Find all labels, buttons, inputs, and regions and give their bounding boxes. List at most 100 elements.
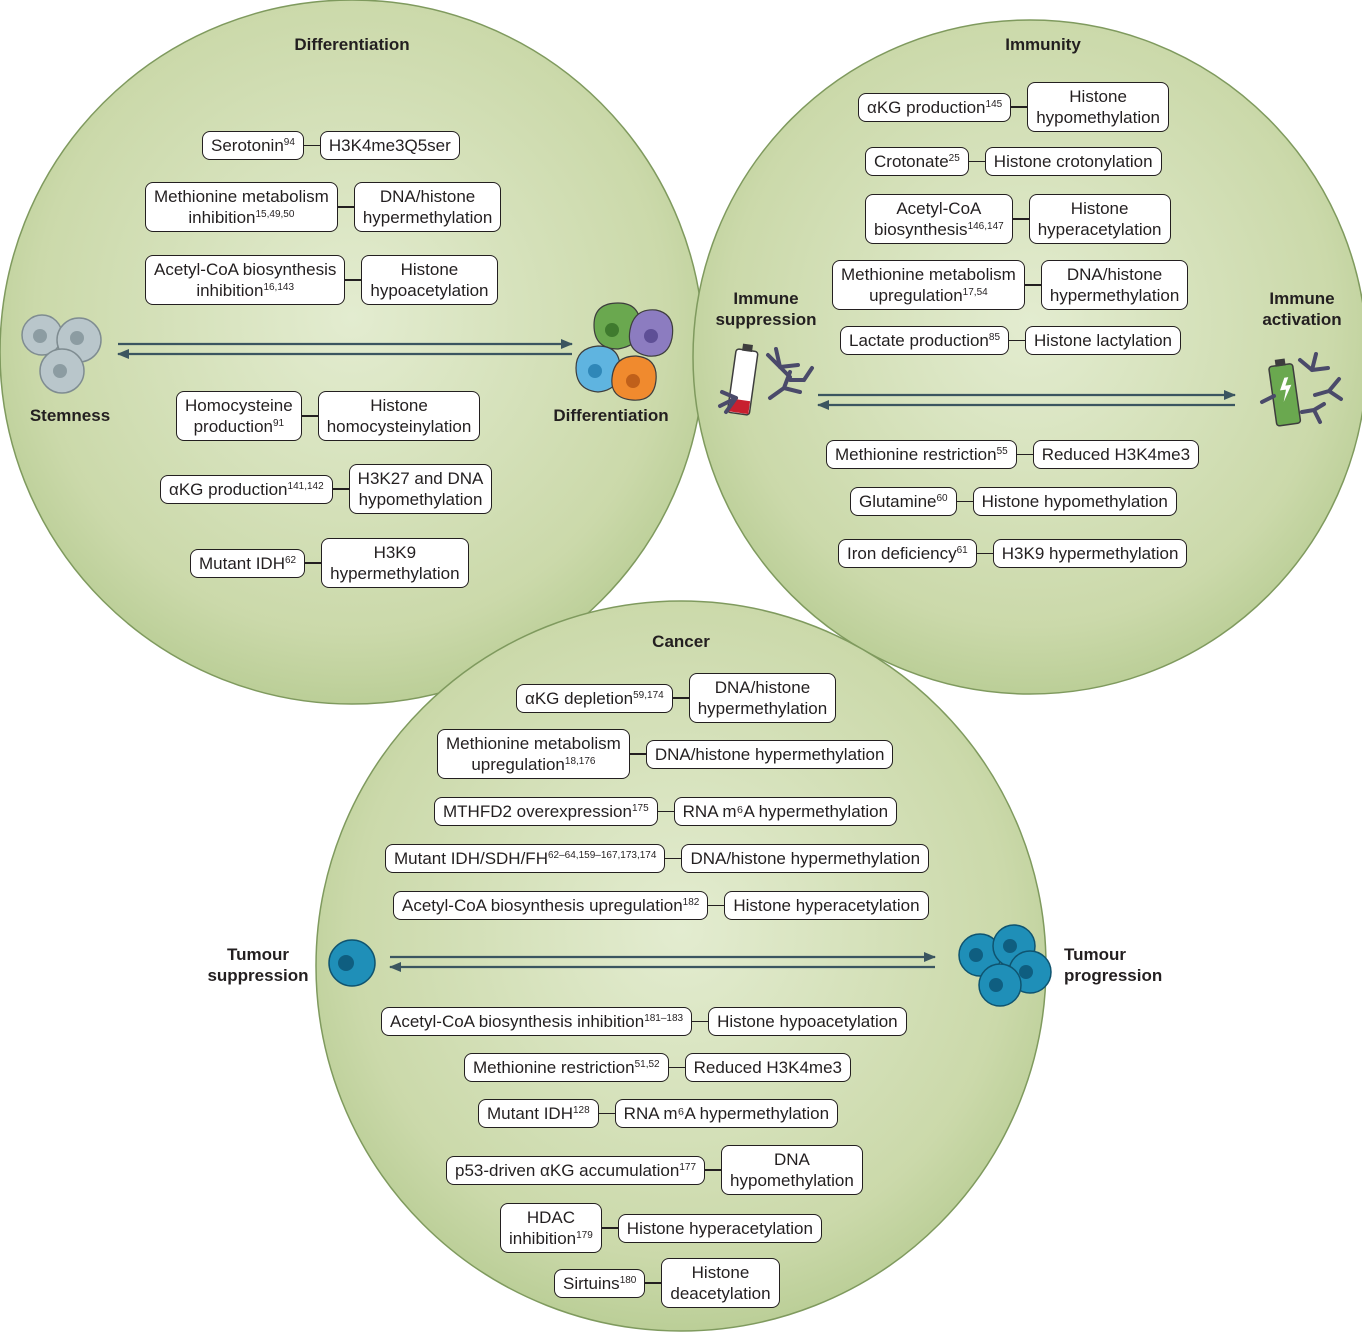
- connector: [705, 1169, 722, 1171]
- effect-box: Histone hyperacetylation: [617, 1213, 822, 1243]
- connector: [672, 697, 689, 699]
- cause-box: MTHFD2 overexpression175: [434, 797, 658, 826]
- connector: [1024, 284, 1041, 286]
- cause-box: Mutant IDH62: [190, 548, 306, 578]
- connector: [976, 552, 993, 555]
- effect-box: Reduced H3K4me3: [684, 1053, 851, 1082]
- effect-box: DNA/histone hypermethylation: [645, 739, 894, 769]
- connector: [305, 562, 322, 564]
- connector: [337, 206, 354, 208]
- single-tumour-cell-icon: [328, 939, 376, 987]
- connector: [601, 1227, 618, 1229]
- effect-box: DNA/histone hypermethylation: [681, 844, 930, 873]
- connector: [303, 144, 320, 147]
- diff-row-1: Serotonin94 H3K4me3Q5ser: [202, 131, 460, 160]
- cause-box: p53-driven αKG accumulation177: [446, 1155, 706, 1185]
- effect-box: H3K9 hypermethylation: [992, 539, 1188, 568]
- imm-row-2: Crotonate25 Histone crotonylation: [865, 147, 1162, 176]
- immune-activation-icon: [1260, 352, 1343, 427]
- imm-row-8: Iron deficiency61 H3K9 hypermethylation: [838, 539, 1188, 568]
- effect-box: Histone hyperacetylation: [724, 891, 929, 920]
- cause-box: Acetyl-CoA biosynthesis inhibition181–18…: [381, 1007, 693, 1036]
- connector: [1009, 339, 1026, 342]
- effect-box: Histone hypomethylation: [972, 487, 1177, 516]
- differentiation-state-label: Differentiation: [553, 406, 669, 425]
- stemness-label: Stemness: [29, 406, 111, 425]
- connector: [708, 904, 725, 907]
- cancer-row-3: MTHFD2 overexpression175 RNA m⁶A hyperme…: [434, 797, 898, 826]
- effect-box: H3K4me3Q5ser: [319, 131, 460, 160]
- cause-box: Methionine restriction55: [826, 440, 1017, 469]
- cause-box: Lactate production85: [840, 326, 1010, 355]
- cause-box: αKG production145: [858, 92, 1012, 122]
- cause-box: Crotonate25: [865, 147, 969, 176]
- connector: [645, 1282, 662, 1284]
- connector: [665, 857, 682, 860]
- connector: [345, 279, 362, 281]
- imm-row-6: Methionine restriction55 Reduced H3K4me3: [826, 440, 1200, 469]
- cause-box: Mutant IDH/SDH/FH62–64,159–167,173,174: [385, 844, 666, 873]
- effect-box: RNA m⁶A hypermethylation: [614, 1099, 839, 1128]
- connector: [332, 488, 349, 490]
- cause-box: Glutamine60: [850, 487, 957, 516]
- connector: [657, 810, 674, 813]
- cause-box: Iron deficiency61: [838, 539, 977, 568]
- cancer-row-4: Mutant IDH/SDH/FH62–64,159–167,173,174 D…: [385, 844, 930, 873]
- cause-box: Methionine restriction51,52: [464, 1053, 669, 1082]
- cancer-row-6: Acetyl-CoA biosynthesis inhibition181–18…: [381, 1007, 907, 1036]
- cancer-row-5: Acetyl-CoA biosynthesis upregulation182 …: [393, 891, 929, 920]
- cause-box: Sirtuins180: [554, 1268, 646, 1298]
- connector: [629, 753, 646, 755]
- cancer-row-7: Methionine restriction51,52 Reduced H3K4…: [464, 1053, 851, 1082]
- connector: [956, 500, 973, 503]
- cause-box: Mutant IDH128: [478, 1099, 599, 1128]
- immunity-circle: [692, 19, 1362, 695]
- immune-suppression-icon: [718, 343, 814, 416]
- stem-cells-icon: [21, 314, 102, 394]
- imm-row-7: Glutamine60 Histone hypomethylation: [850, 487, 1177, 516]
- differentiation-title: Differentiation: [294, 35, 410, 54]
- effect-box: Histone crotonylation: [984, 147, 1162, 176]
- effect-box: Reduced H3K4me3: [1032, 440, 1200, 469]
- connector: [301, 415, 318, 417]
- cancer-title: Cancer: [652, 632, 710, 651]
- connector: [1012, 218, 1029, 220]
- imm-row-5: Lactate production85 Histone lactylation: [840, 326, 1181, 355]
- connector: [968, 160, 985, 163]
- effect-box: Histone lactylation: [1025, 326, 1181, 355]
- connector: [668, 1066, 685, 1069]
